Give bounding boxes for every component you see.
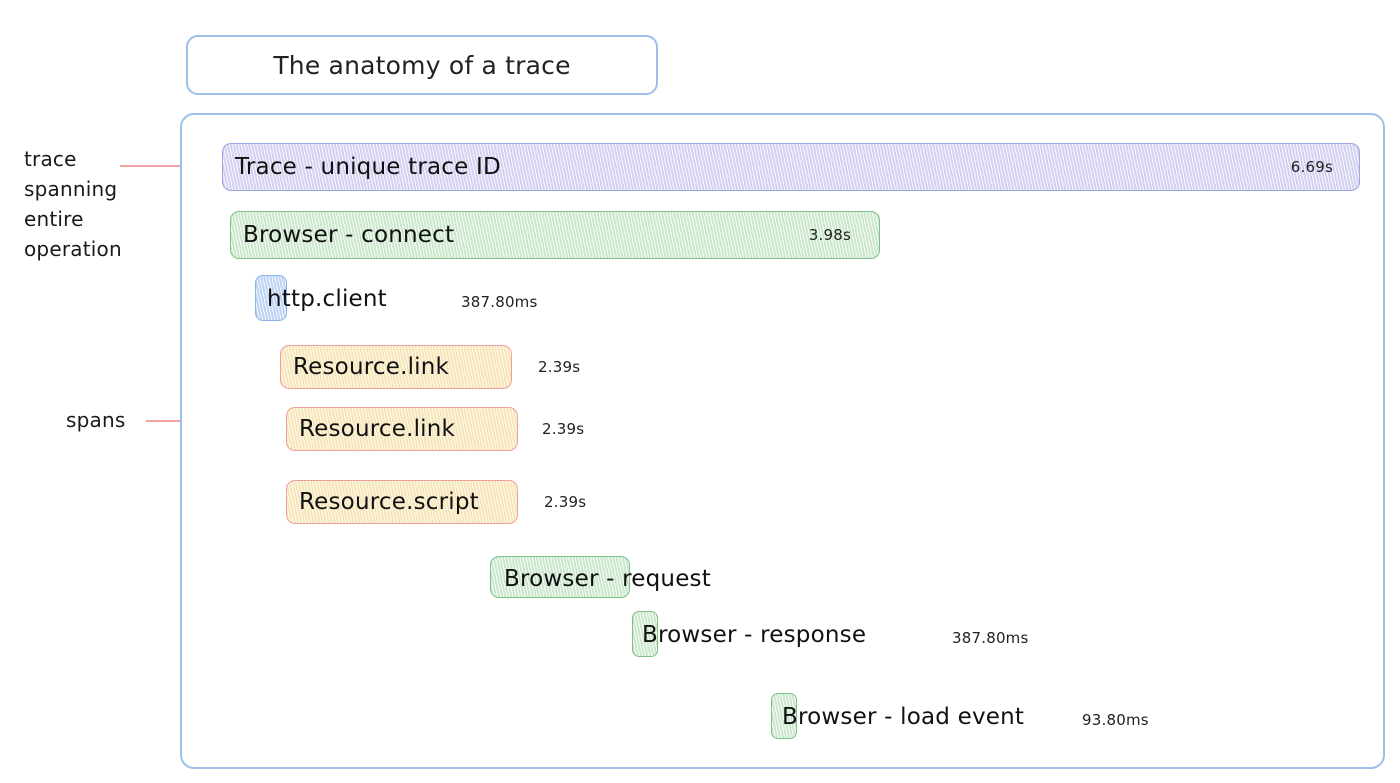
trace-annotation-line-4: operation (24, 237, 122, 261)
span-bar-resource-script[interactable]: Resource.script (286, 480, 518, 524)
span-duration-browser-load-event: 93.80ms (1082, 711, 1149, 729)
trace-annotation-line-1: trace (24, 147, 77, 171)
span-duration-browser-connect: 3.98s (808, 226, 851, 244)
span-bar-browser-request[interactable] (490, 556, 630, 598)
span-duration-resource-link-2: 2.39s (542, 420, 585, 438)
span-label-resource-link-2: Resource.link (299, 416, 456, 442)
span-label-browser-load-event: Browser - load event (782, 704, 1025, 730)
span-bar-browser-load-event[interactable] (771, 693, 797, 739)
span-duration-http-client: 387.80ms (461, 293, 538, 311)
span-duration-resource-script: 2.39s (544, 493, 587, 511)
spans-annotation-leader-line (146, 420, 209, 422)
span-label-browser-connect: Browser - connect (243, 222, 455, 248)
span-bar-trace[interactable]: Trace - unique trace ID 6.69s (222, 143, 1360, 191)
span-bar-browser-response[interactable] (632, 611, 658, 657)
span-duration-resource-link-1: 2.39s (538, 358, 581, 376)
trace-annotation: trace spanning entire operation (24, 144, 122, 264)
span-label-http-client: http.client (267, 286, 387, 312)
span-bar-resource-link-2[interactable]: Resource.link (286, 407, 518, 451)
spans-annotation: spans (66, 405, 125, 435)
trace-annotation-leader-line (120, 165, 206, 167)
title-card: The anatomy of a trace (186, 35, 658, 95)
span-label-resource-script: Resource.script (299, 489, 479, 515)
span-label-browser-response: Browser - response (642, 622, 867, 648)
trace-annotation-line-3: entire (24, 207, 84, 231)
span-label-resource-link-1: Resource.link (293, 354, 450, 380)
trace-waterfall-container: Trace - unique trace ID 6.69s Browser - … (180, 113, 1385, 769)
spans-annotation-label: spans (66, 408, 126, 432)
span-bar-http-client[interactable] (255, 275, 287, 321)
span-bar-resource-link-1[interactable]: Resource.link (280, 345, 512, 389)
span-bar-browser-connect[interactable]: Browser - connect 3.98s (230, 211, 880, 259)
page-title: The anatomy of a trace (273, 50, 571, 80)
trace-annotation-line-2: spanning (24, 177, 118, 201)
span-duration-browser-response: 387.80ms (952, 629, 1029, 647)
span-label-trace: Trace - unique trace ID (235, 154, 501, 180)
span-duration-trace: 6.69s (1290, 158, 1333, 176)
span-label-browser-request: Browser - request (504, 566, 711, 592)
